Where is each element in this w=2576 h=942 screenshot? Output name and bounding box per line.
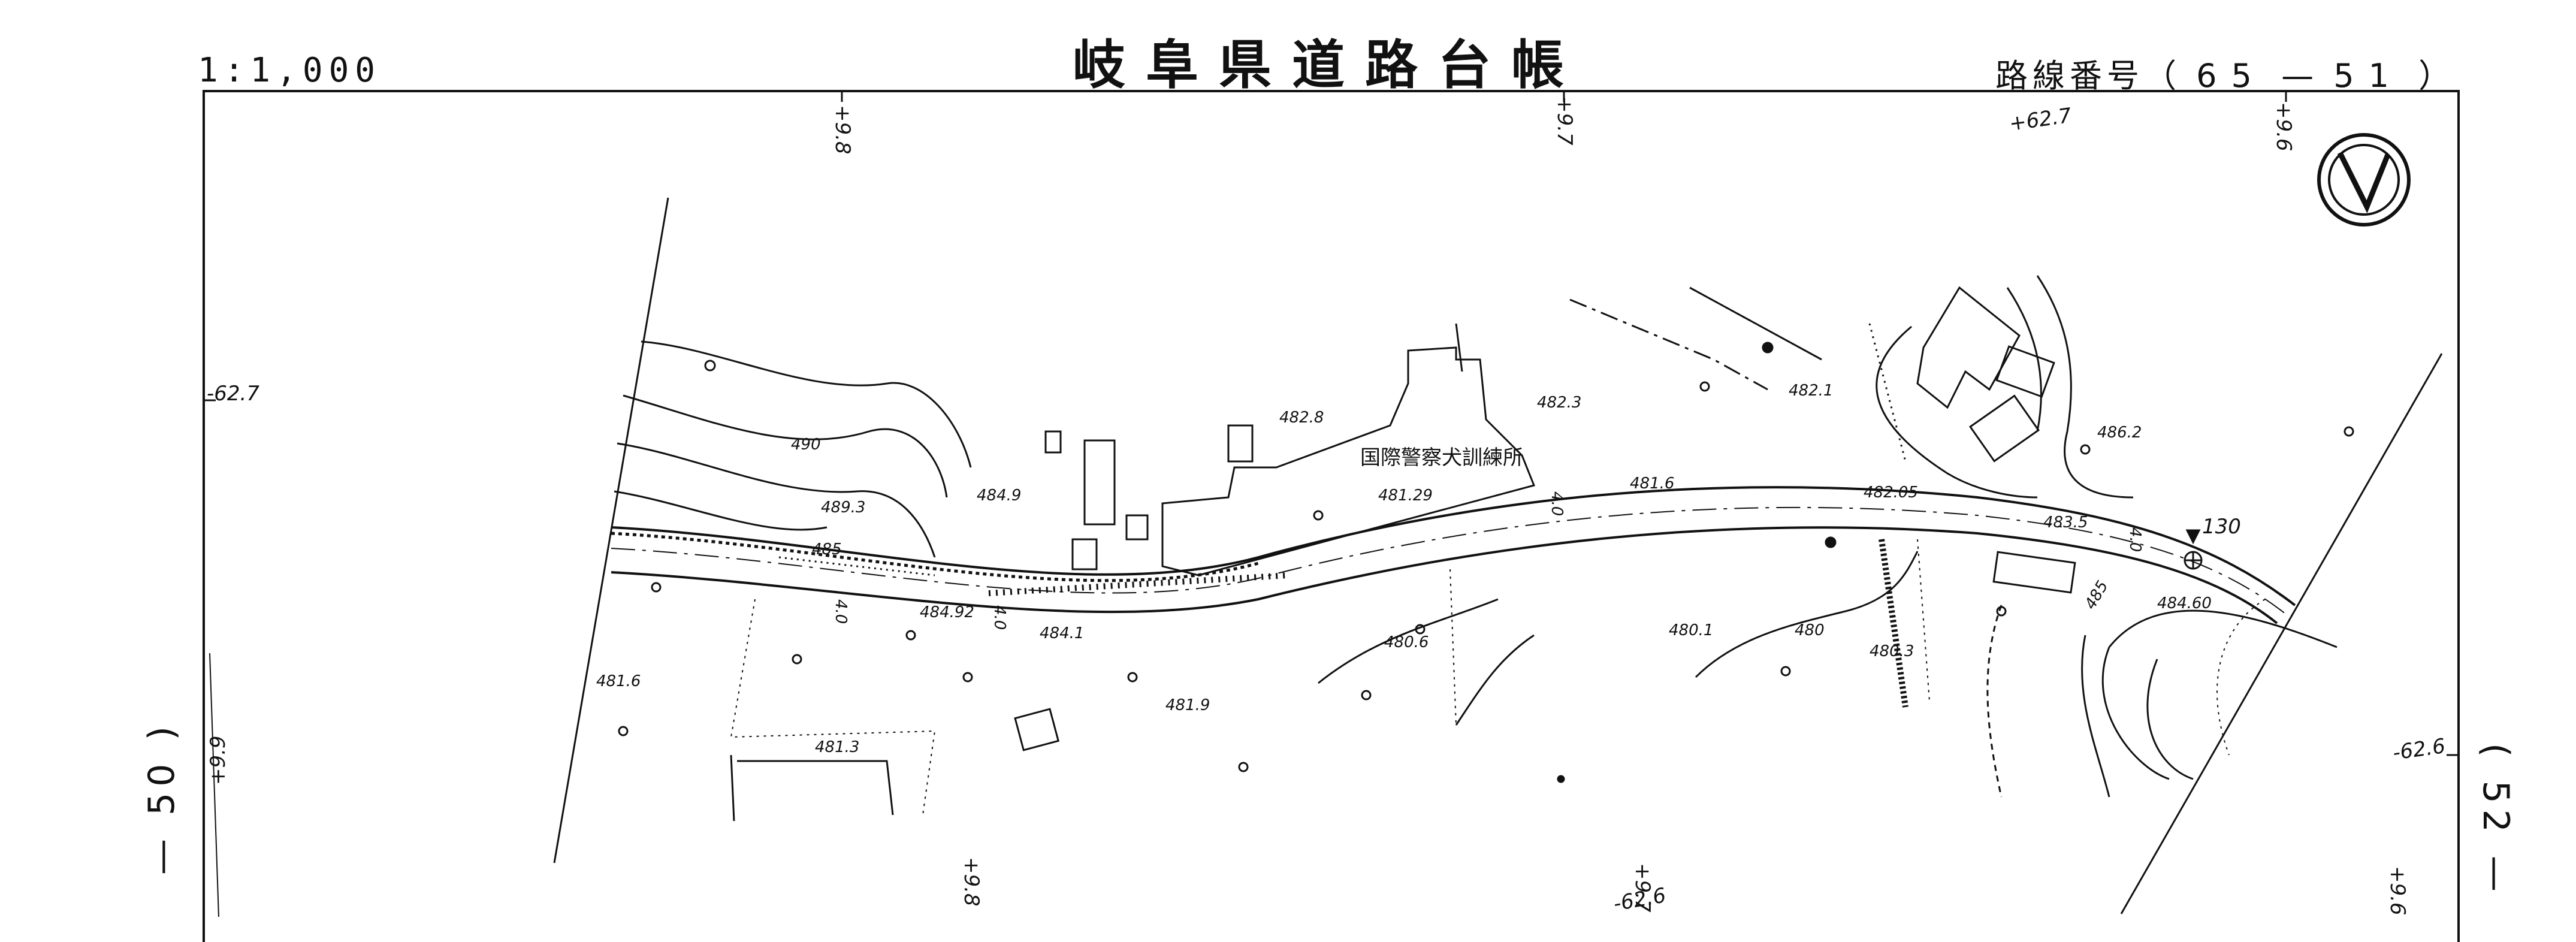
elevation-label: 481.9	[1165, 696, 1210, 714]
north-arrow-icon	[2317, 133, 2411, 227]
map-scale: 1:1,000	[198, 51, 382, 90]
elevation-label: 484.60	[2157, 594, 2212, 612]
elevation-label: 482.3	[1537, 394, 1581, 412]
station-ticks	[204, 91, 2459, 756]
elevation-label: 485	[812, 541, 842, 558]
elevation-label: 484.9	[977, 487, 1021, 505]
station-bottom-2: +9.7	[1630, 863, 1654, 913]
elevation-label: 486.2	[2097, 424, 2142, 442]
station-bottom-1: +9.8	[959, 857, 983, 907]
offset-left: -62.7	[207, 382, 259, 406]
elevation-label: 130	[2202, 515, 2241, 539]
offset-line-left	[209, 653, 219, 917]
elevation-label: 481.6	[1630, 475, 1674, 493]
route-number-b: 51	[2333, 57, 2403, 95]
map-symbols	[618, 342, 2354, 783]
facility-building	[1161, 346, 1536, 576]
elevation-label: 484.1	[1040, 624, 1084, 642]
facility-label: 国際警察犬訓練所	[1360, 446, 1523, 470]
structures	[730, 286, 2076, 822]
route-separator: —	[2281, 57, 2319, 95]
elevation-label: 482.1	[1789, 382, 1833, 400]
route-number: 路線番号（ 65 — 51 ）	[1995, 49, 2456, 96]
road-alignment	[611, 486, 2296, 624]
offset-right: -62.6	[2391, 734, 2447, 765]
elevation-label: 480.6	[1384, 633, 1429, 651]
elevation-label: 481.29	[1378, 487, 1433, 505]
route-suffix: ）	[2418, 57, 2456, 95]
elevation-label: 490	[791, 436, 821, 454]
contour-lines	[614, 275, 2338, 798]
elevation-label: 489.3	[821, 499, 865, 517]
elevation-labels: 482.8 482.3 482.1 486.2 484.9 489.3 490 …	[596, 382, 2241, 756]
station-bottom-3: +9.6	[2385, 866, 2409, 916]
elevation-label: 480	[1795, 621, 1825, 639]
map-frame	[203, 90, 2460, 942]
station-labels: +9.8 +9.7 +9.6 +9.9 +9.8 +9.7 +9.6	[206, 96, 2409, 916]
station-left: +9.9	[206, 735, 230, 785]
retaining-walls	[778, 323, 1908, 708]
width-label: 4.0	[832, 599, 850, 624]
elevation-label: 482.8	[1279, 409, 1324, 427]
offset-bottom: -62.6	[1612, 883, 1668, 916]
map-title: 岐阜県道路台帳	[1073, 34, 1585, 96]
elevation-label: 484.92	[920, 603, 974, 621]
station-top-2: +9.7	[1553, 96, 1577, 146]
survey-boundary-right	[2120, 353, 2443, 914]
elevation-label: 485	[2082, 578, 2112, 612]
elevation-label: 482.05	[1864, 484, 1918, 502]
elevation-label: 480.3	[1870, 642, 1914, 660]
width-label: 4.0	[2126, 527, 2144, 552]
elevation-label: 481.6	[596, 672, 641, 690]
offset-labels: -62.7 +62.7 -62.6 -62.6	[207, 104, 2447, 916]
elevation-label: 480.1	[1669, 621, 1713, 639]
survey-boundary-left	[553, 197, 669, 864]
station-top-1: +9.8	[831, 105, 854, 155]
property-boundaries	[730, 539, 2266, 816]
width-label: 4.0	[1548, 491, 1566, 516]
elevation-label: 483.5	[2043, 514, 2088, 532]
station-top-3: +9.6	[2272, 102, 2296, 152]
width-label: 4.0	[990, 605, 1008, 630]
route-prefix: 路線番号（	[1995, 57, 2181, 95]
elevation-label: 481.3	[815, 738, 859, 756]
offset-top-right: +62.7	[2008, 104, 2073, 136]
route-number-a: 65	[2196, 57, 2266, 95]
